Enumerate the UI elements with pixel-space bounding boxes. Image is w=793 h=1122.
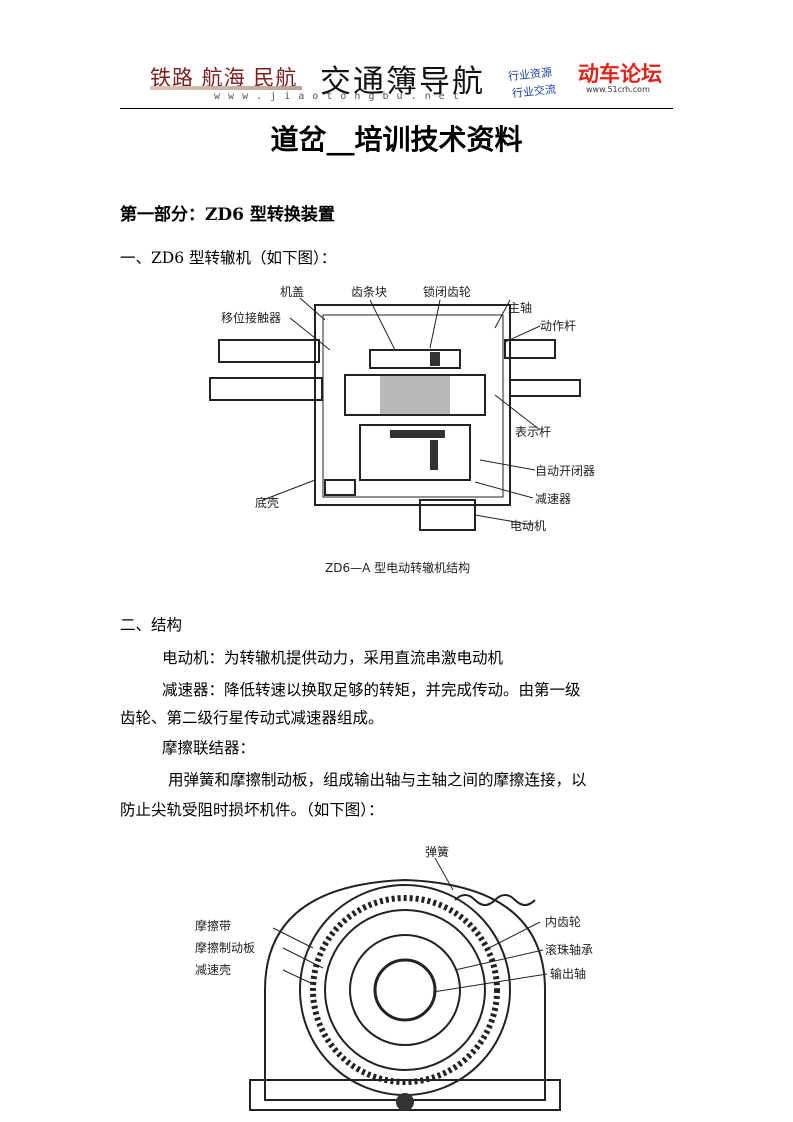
- label-jigai: 机盖: [280, 285, 304, 299]
- label-shuchuzhou: 输出轴: [550, 966, 586, 981]
- label-jiansuqi: 减速器: [535, 492, 571, 506]
- figure-zd6-machine: 机盖 齿条块 锁闭齿轮 主轴 移位接触器 动作杆 表示杆 底壳 自动开闭器 减速…: [209, 284, 595, 575]
- section2-p1: 电动机：为转辙机提供动力，采用直流串激电动机: [162, 649, 504, 667]
- header-rule: [120, 108, 673, 109]
- label-neichilun: 内齿轮: [545, 915, 581, 929]
- section2-p2-line1: 减速器：降低转速以换取足够的转矩，并完成传动。由第一级: [162, 681, 581, 699]
- label-mocazhidongban: 摩擦制动板: [195, 940, 255, 955]
- page-title: 道岔__培训技术资料: [270, 123, 523, 156]
- section2-p4-line2: 防止尖轨受阻时损坏机件。（如下图）：: [120, 801, 384, 819]
- label-zidong: 自动开闭器: [535, 464, 595, 478]
- label-dongzuogan: 动作杆: [540, 319, 576, 333]
- figure1-caption: ZD6—A 型电动转辙机结构: [325, 560, 470, 575]
- label-dike: 底壳: [255, 495, 279, 510]
- section1-heading: 第一部分：ZD6 型转换装置: [120, 205, 335, 225]
- label-suobichilun: 锁闭齿轮: [423, 284, 471, 299]
- figure-friction-coupling: 弹簧 摩擦带 摩擦制动板 减速壳 内齿轮 滚珠轴承 输出轴: [195, 844, 593, 1111]
- section1-item1: 一、ZD6 型转辙机（如下图）：: [120, 249, 337, 267]
- section2-p4-line1: 用弹簧和摩擦制动板，组成输出轴与主轴之间的摩擦连接，以: [168, 771, 587, 789]
- right-brand: 动车论坛: [578, 62, 662, 86]
- header-banner: 铁路 航海 民航 w w w . j i a o t o n g b u . n…: [150, 52, 675, 107]
- label-gunzhu: 滚珠轴承: [545, 942, 593, 957]
- section2-p3: 摩擦联结器：: [162, 739, 256, 757]
- label-diandongji: 电动机: [510, 519, 546, 533]
- tag-bottom: 行业交流: [511, 82, 557, 101]
- center-brand: 交通簿导航: [320, 64, 485, 100]
- label-yiwei: 移位接触器: [221, 310, 281, 325]
- section2-p2-line2: 齿轮、第二级行星传动式减速器组成。: [120, 709, 384, 727]
- label-zhuzhou: 主轴: [508, 300, 532, 315]
- label-chitiaokuai: 齿条块: [351, 285, 387, 299]
- label-jiansuke: 减速壳: [195, 963, 231, 977]
- label-tanhuang: 弹簧: [425, 844, 449, 859]
- label-mocadai: 摩擦带: [195, 918, 231, 933]
- left-brand-underline: [150, 86, 302, 90]
- label-biaoshigan: 表示杆: [515, 425, 551, 439]
- right-url: www.51crh.com: [586, 85, 650, 94]
- site-url: w w w . j i a o t o n g b u . n e t: [214, 91, 460, 102]
- section2-heading: 二、结构: [120, 616, 183, 634]
